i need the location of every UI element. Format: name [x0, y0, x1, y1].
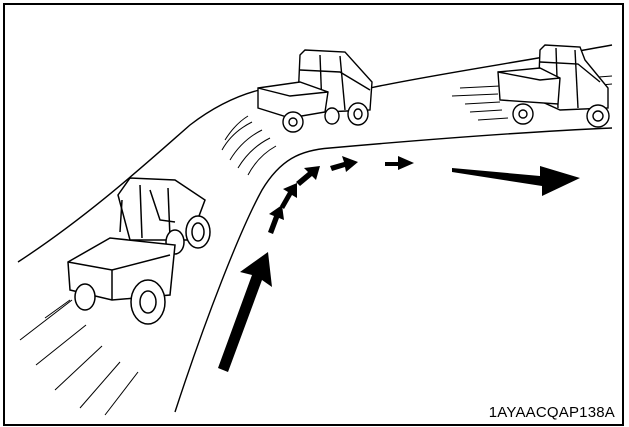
arrow-small-5	[385, 156, 414, 170]
arrow-large-right	[452, 166, 580, 196]
motion-arcs-middle	[222, 116, 276, 175]
vehicle-bottom-left	[68, 178, 210, 324]
arrow-small-3	[296, 166, 320, 186]
vehicle-middle	[258, 50, 372, 132]
vehicle-top-right	[498, 45, 609, 127]
arrow-small-1	[268, 205, 284, 234]
arrow-small-4	[330, 156, 358, 172]
motion-lines-left	[20, 300, 138, 415]
figure-code: 1AYAACQAP138A	[489, 404, 615, 421]
arrow-small-2	[280, 183, 297, 209]
direction-arrows	[218, 156, 580, 372]
